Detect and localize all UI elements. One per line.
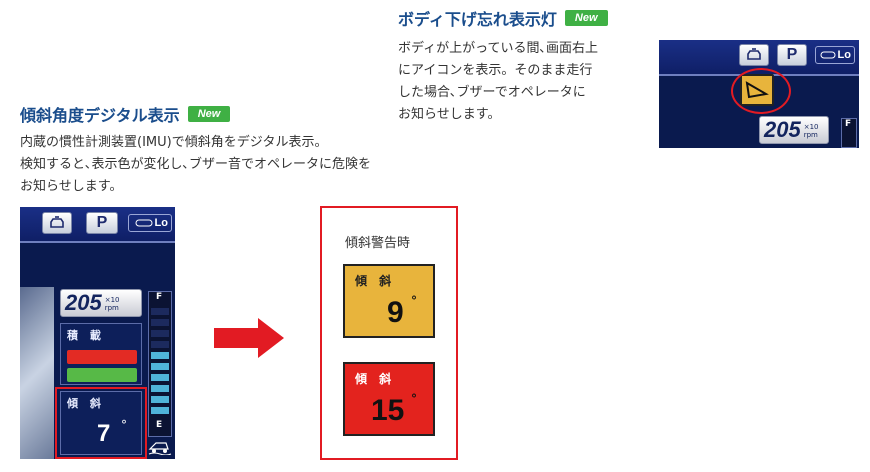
fuel-cell [151,341,169,348]
tilt-label: 傾 斜 [355,274,396,288]
tilt-warning-red: 傾 斜 15 ° [343,362,435,436]
engine-icon [42,212,72,234]
fuel-cell [151,396,169,403]
body-feature-title: ボディ下げ忘れ表示灯 [398,10,557,29]
warning-panel [320,206,458,460]
fuel-cell [151,330,169,337]
description-line: ボディが上がっている間､画面右上 [398,41,598,56]
rpm-value: 205 [764,117,801,142]
tilt-feature-description: 内蔵の慣性計測装置(IMU)で傾斜角をデジタル表示。 検知すると､表示色が変化し… [20,132,371,198]
camera-view [20,287,54,459]
parking-icon: P [86,212,118,234]
fuel-full-label: F [156,292,163,302]
fuel-cell [151,407,169,414]
arrow-right-icon [214,318,284,362]
dump-truck-icon [148,439,172,456]
fuel-cell [151,385,169,392]
parking-icon: P [777,44,807,66]
tilt-label: 傾 斜 [355,372,396,386]
lo-label: Lo [154,217,168,229]
tilt-warning-yellow: 傾 斜 9 ° [343,264,435,338]
fuel-cell [151,374,169,381]
load-label: 積 載 [67,329,105,342]
lo-label: Lo [837,49,851,61]
parking-label: P [786,46,798,63]
tilt-highlight-frame [55,387,147,459]
warning-title: 傾斜警告時 [345,236,411,251]
fuel-gauge: F E [148,291,172,437]
description-line: 検知すると､表示色が変化し､ブザー音でオペレータに危険を [20,157,372,172]
tilt-value: 7 [97,420,111,447]
divider [20,241,175,243]
tilt-feature-heading: 傾斜角度デジタル表示 New [20,102,231,126]
highlight-circle [731,68,791,114]
degree-symbol: ° [411,392,417,406]
rpm-unit-multiplier: ×10 [803,123,819,131]
description-line: お知らせします。 [398,107,501,122]
parking-label: P [96,214,108,231]
body-feature-heading: ボディ下げ忘れ表示灯 New [398,6,608,30]
fuel-cell [151,308,169,315]
engine-icon [739,44,769,66]
rpm-unit: rpm [803,131,818,139]
fuel-empty-label: E [156,420,163,430]
new-badge: New [564,10,608,26]
tilt-label: 傾 斜 [67,397,105,410]
tilt-value: 15 [371,394,405,427]
tilt-value: 9 [387,296,404,329]
description-line: お知らせします。 [20,179,123,194]
lo-gear-icon: Lo [815,46,855,64]
rpm-unit-multiplier: ×10 [104,296,120,304]
description-line: にアイコンを表示。そのまま走行 [398,63,593,78]
fuel-cell [151,363,169,370]
rpm-value: 205 [65,290,102,315]
degree-symbol: ° [121,418,127,432]
load-panel: 積 載 [60,323,142,385]
tilt-panel: 傾 斜 7 ° [60,391,142,455]
fuel-cell [151,352,169,359]
fuel-full-label: F [845,119,852,129]
rpm-unit: rpm [104,304,119,312]
new-badge: New [187,106,231,122]
lo-gear-icon: Lo [128,214,172,232]
fuel-cell [151,319,169,326]
fuel-gauge: F [841,118,857,148]
tilt-feature-title: 傾斜角度デジタル表示 [20,106,180,125]
load-bar-green [67,368,137,382]
description-line: した場合､ブザーでオペレータに [398,85,586,100]
load-bar-red [67,350,137,364]
body-feature-description: ボディが上がっている間､画面右上 にアイコンを表示。そのまま走行 した場合､ブザ… [398,38,598,126]
description-line: 内蔵の慣性計測装置(IMU)で傾斜角をデジタル表示。 [20,135,328,150]
degree-symbol: ° [411,294,417,308]
